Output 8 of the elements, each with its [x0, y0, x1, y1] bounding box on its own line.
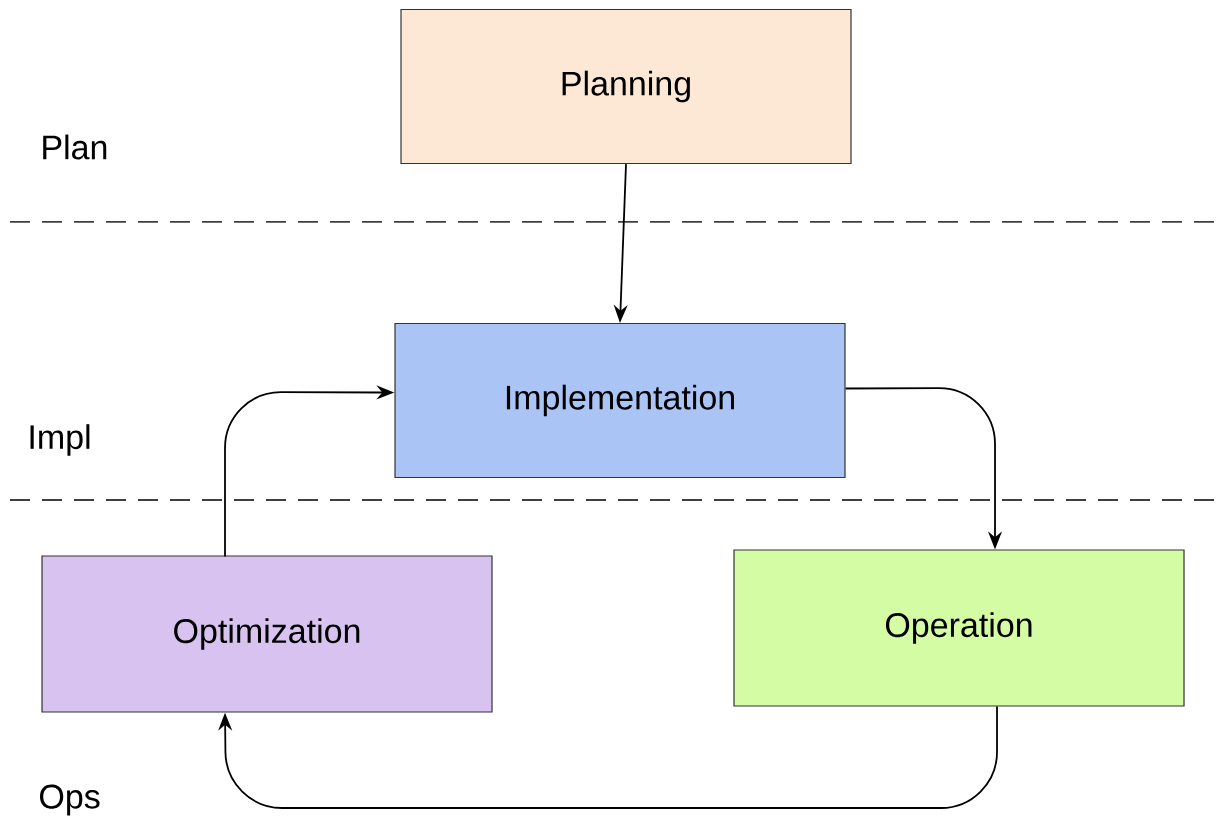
process-box: Operation	[733, 549, 1185, 707]
arrow	[218, 705, 998, 809]
section-label: Impl	[30, 424, 90, 456]
process-box: Optimization	[41, 555, 493, 713]
section-label: Ops	[40, 784, 100, 816]
process-box: Implementation	[394, 322, 846, 479]
process-box: Planning	[400, 8, 852, 165]
section-label: Plan	[43, 134, 107, 160]
